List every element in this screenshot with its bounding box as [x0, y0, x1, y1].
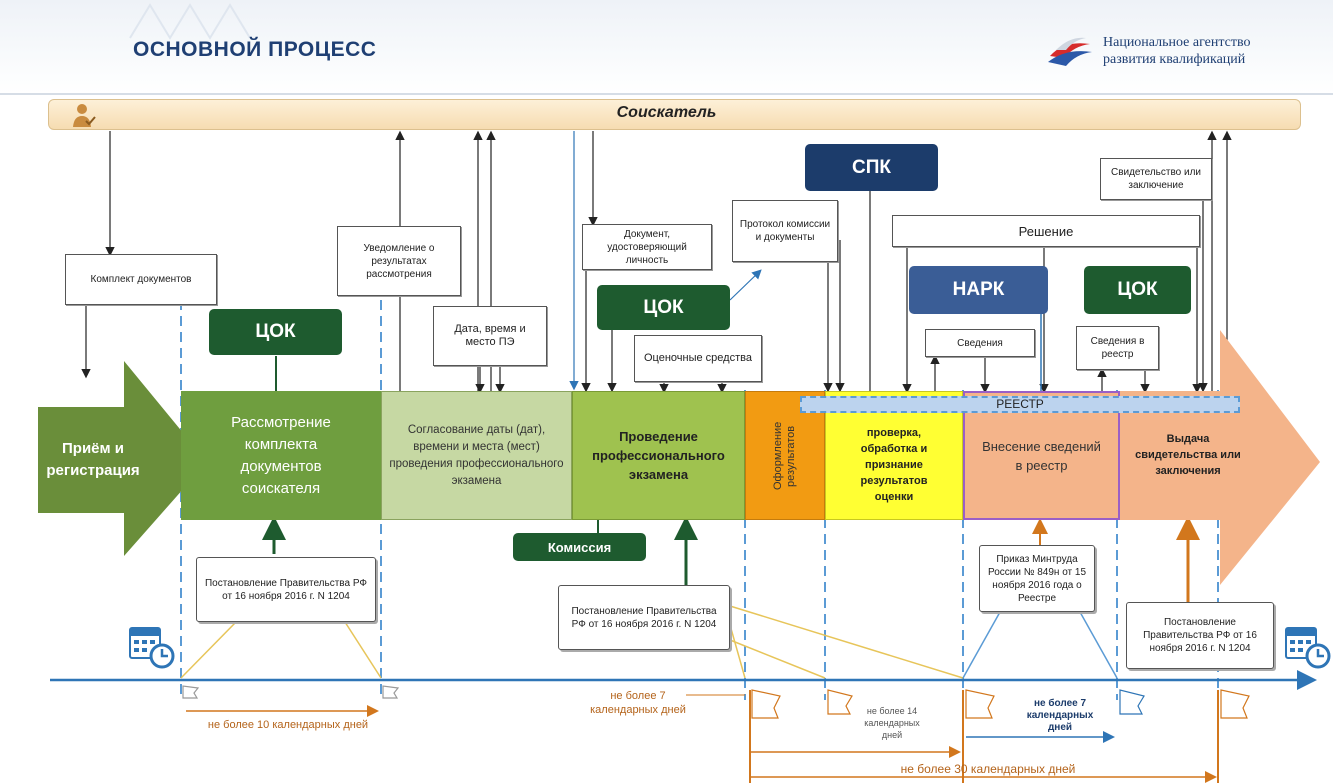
stage-check-label: проверка, обработка и признание результа… [860, 426, 928, 503]
stage-reception: Приём и регистрация [38, 415, 148, 505]
org-cok-3: ЦОК [1084, 266, 1191, 314]
stage-reception-label: Приём и регистрация [46, 440, 140, 479]
org-cok-2: ЦОК [597, 285, 730, 330]
header-banner [0, 0, 1333, 95]
registry-bar: РЕЕСТР [800, 396, 1240, 413]
scroll-regulation-1: Постановление Правительства РФ от 16 ноя… [196, 557, 376, 622]
stage-agreement-label: Согласование даты (дат), времени и места… [389, 423, 564, 487]
org-spk: СПК [805, 144, 938, 191]
note-notice-results: Уведомление о результатах рассмотрения [337, 226, 461, 296]
stage-register-entry-label: Внесение сведений в реестр [982, 438, 1101, 473]
applicant-label: Соискатель [616, 104, 717, 121]
note-date-time-place: Дата, время и место ПЭ [433, 306, 547, 366]
deadline-fourteen-days: не более 14 календарных дней [864, 706, 920, 740]
note-certificate: Свидетельство или заключение [1100, 158, 1212, 200]
stage-issue-arrow [1120, 330, 1320, 585]
person-check-icon [73, 104, 96, 127]
stage-review-label: Рассмотрение комплекта документов соиска… [231, 413, 331, 497]
stage-exam-label: Проведение профессионального экзамена [592, 429, 725, 482]
stage-results-label: Оформление результатов [772, 421, 797, 490]
page-title: ОСНОВНОЙ ПРОЦЕСС [133, 38, 377, 61]
registry-label: РЕЕСТР [996, 397, 1044, 411]
note-evaluation-tools: Оценочные средства [634, 335, 762, 382]
deadline-thirty-days: не более 30 календарных дней [900, 762, 1076, 776]
note-info: Сведения [925, 329, 1035, 357]
note-info-registry: Сведения в реестр [1076, 326, 1159, 370]
note-protocol: Протокол комиссии и документы [732, 200, 838, 262]
note-documents-set: Комплект документов [65, 254, 217, 305]
applicant-bar [48, 99, 1301, 130]
org-cok-1: ЦОК [209, 309, 342, 355]
nark-logo-icon [1048, 37, 1092, 66]
logo-line-1: Национальное агентство [1103, 35, 1251, 50]
deadline-seven-days-2: не более 7 календарных дней [1026, 698, 1094, 733]
logo-text: Национальное агентство развития квалифик… [1103, 34, 1251, 68]
deadline-ten-days: не более 10 календарных дней [207, 719, 369, 731]
org-nark: НАРК [909, 266, 1048, 314]
scroll-regulation-2: Постановление Правительства РФ от 16 ноя… [558, 585, 730, 650]
header-decoration [129, 3, 251, 40]
stage-issue-label: Выдача свидетельства или заключения [1135, 433, 1241, 477]
deadline-seven-days-1: не более 7 календарных дней [590, 690, 686, 716]
stage-agreement: Согласование даты (дат), времени и места… [381, 391, 572, 520]
stage-review: Рассмотрение комплекта документов соиска… [181, 391, 381, 520]
calendar-clock-icon [1285, 627, 1331, 669]
note-identity-doc: Документ, удостоверяющий личность [582, 224, 712, 270]
note-decision: Решение [892, 215, 1200, 247]
stage-exam: Проведение профессионального экзамена [572, 391, 745, 520]
calendar-clock-icon [129, 627, 175, 669]
scroll-regulation-3: Постановление Правительства РФ от 16 ноя… [1126, 602, 1274, 669]
scroll-order-mintrud: Приказ Минтруда России № 849н от 15 нояб… [979, 545, 1095, 612]
logo-line-2: развития квалификаций [1103, 52, 1246, 67]
stage-issue: Выдача свидетельства или заключения [1128, 420, 1248, 490]
org-commission: Комиссия [513, 533, 646, 561]
stage-reception-arrow [38, 361, 207, 556]
